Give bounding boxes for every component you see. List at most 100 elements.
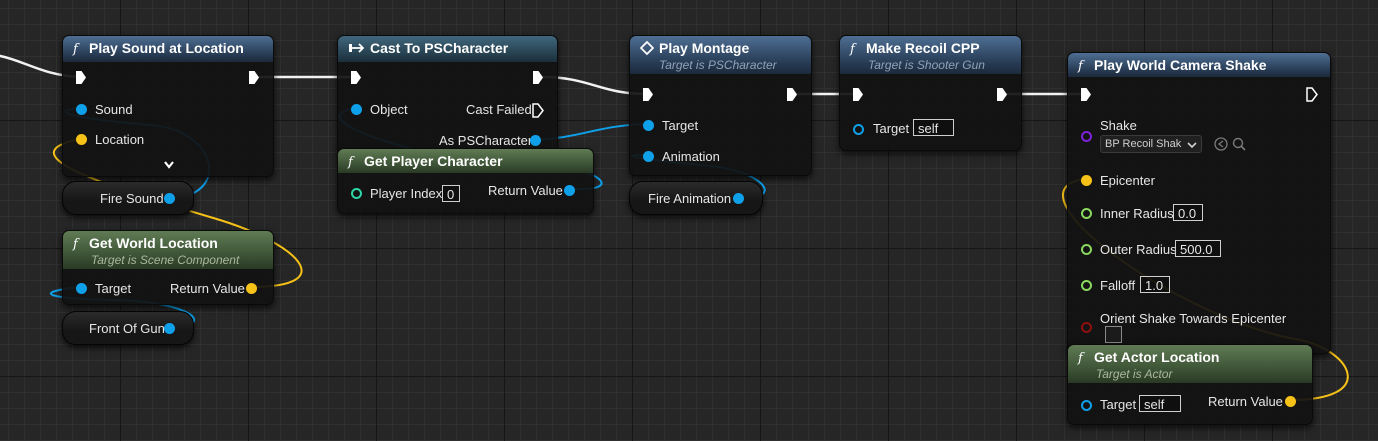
use-selected-arrow-icon[interactable]	[1214, 137, 1228, 151]
orient-shake-pin[interactable]	[1081, 322, 1092, 333]
inner-radius-input[interactable]: 0.0	[1173, 204, 1203, 221]
node-header[interactable]: f Make Recoil CPP Target is Shooter Gun	[840, 36, 1021, 74]
object-label: Object	[370, 102, 408, 117]
target-label: Target	[662, 118, 699, 133]
node-subtitle: Target is Scene Component	[91, 253, 240, 267]
node-title: Cast To PSCharacter	[370, 40, 509, 56]
exec-out-pin[interactable]	[1306, 87, 1318, 102]
exec-out-pin[interactable]	[997, 88, 1007, 101]
target-pin[interactable]	[1081, 400, 1092, 411]
shake-label: Shake	[1100, 118, 1137, 133]
function-icon: f	[1078, 59, 1083, 74]
exec-out-pin[interactable]	[533, 71, 543, 84]
object-pin[interactable]	[351, 104, 362, 115]
node-get-world-location[interactable]: f Get World Location Target is Scene Comp…	[62, 230, 274, 305]
outer-radius-pin[interactable]	[1081, 244, 1092, 255]
exec-in-pin[interactable]	[643, 88, 653, 101]
exec-in-pin[interactable]	[351, 71, 361, 84]
target-self-input[interactable]: self	[1139, 395, 1181, 412]
sound-pin[interactable]	[76, 104, 87, 115]
function-icon: f	[73, 237, 78, 252]
return-value-label: Return Value	[170, 281, 245, 296]
cast-failed-exec-pin[interactable]	[532, 103, 544, 118]
node-title: Make Recoil CPP	[866, 40, 980, 56]
function-icon: f	[73, 42, 78, 57]
browse-search-icon[interactable]	[1232, 137, 1246, 151]
target-pin[interactable]	[853, 124, 864, 135]
as-pscharacter-label: As PSCharacter	[439, 133, 533, 148]
node-title: Play World Camera Shake	[1094, 57, 1267, 73]
target-self-input[interactable]: self	[913, 119, 954, 136]
node-cast-to-pscharacter[interactable]: Cast To PSCharacter Object Cast Failed A…	[337, 35, 558, 155]
cast-macro-icon	[349, 43, 365, 53]
exec-in-pin[interactable]	[853, 88, 863, 101]
return-value-pin[interactable]	[1285, 396, 1296, 407]
as-pscharacter-pin[interactable]	[530, 135, 541, 146]
shake-class-dropdown[interactable]: BP Recoil Shak	[1100, 135, 1202, 153]
return-value-label: Return Value	[1208, 394, 1283, 409]
node-header[interactable]: f Get Player Character	[338, 149, 593, 173]
falloff-pin[interactable]	[1081, 280, 1092, 291]
function-icon: f	[850, 42, 855, 57]
location-label: Location	[95, 132, 145, 147]
fire-sound-output-pin[interactable]	[164, 193, 175, 204]
target-pin[interactable]	[643, 120, 654, 131]
exec-in-pin[interactable]	[1081, 88, 1091, 101]
variable-fire-animation[interactable]: Fire Animation	[629, 181, 763, 215]
target-label: Target	[95, 281, 132, 296]
node-header[interactable]: f Play Sound at Location	[63, 36, 273, 62]
variable-label: Fire Animation	[648, 191, 732, 206]
player-index-pin[interactable]	[351, 188, 362, 199]
outer-radius-input[interactable]: 500.0	[1175, 240, 1221, 257]
node-title: Play Sound at Location	[89, 40, 244, 56]
node-header[interactable]: f Get World Location Target is Scene Comp…	[63, 231, 273, 269]
player-index-label: Player Index	[370, 186, 443, 201]
function-icon: f	[348, 155, 353, 170]
node-title: Get World Location	[89, 235, 218, 251]
variable-fire-sound[interactable]: Fire Sound	[62, 181, 194, 215]
node-subtitle: Target is PSCharacter	[659, 58, 777, 72]
epicenter-label: Epicenter	[1100, 173, 1155, 188]
epicenter-pin[interactable]	[1081, 175, 1092, 186]
node-subtitle: Target is Actor	[1096, 367, 1173, 381]
front-of-gun-output-pin[interactable]	[164, 323, 175, 334]
exec-in-pin[interactable]	[76, 71, 86, 84]
node-subtitle: Target is Shooter Gun	[868, 58, 985, 72]
chevron-down-icon	[1187, 142, 1197, 149]
location-pin[interactable]	[76, 134, 87, 145]
animation-label: Animation	[662, 149, 720, 164]
variable-label: Front Of Gun	[89, 321, 165, 336]
node-header[interactable]: f Play World Camera Shake	[1068, 53, 1330, 77]
variable-front-of-gun[interactable]: Front Of Gun	[62, 311, 194, 345]
node-make-recoil-cpp[interactable]: f Make Recoil CPP Target is Shooter Gun T…	[839, 35, 1022, 151]
function-icon: f	[1078, 351, 1083, 366]
falloff-label: Falloff	[1100, 278, 1136, 293]
exec-out-pin[interactable]	[249, 71, 259, 84]
return-value-pin[interactable]	[564, 185, 575, 196]
falloff-input[interactable]: 1.0	[1140, 276, 1170, 293]
target-pin[interactable]	[76, 283, 87, 294]
shake-class-value: BP Recoil Shak	[1105, 138, 1182, 150]
player-index-input[interactable]: 0	[442, 185, 460, 202]
node-header[interactable]: Cast To PSCharacter	[338, 36, 557, 62]
outer-radius-label: Outer Radius	[1100, 242, 1177, 257]
node-header[interactable]: Play Montage Target is PSCharacter	[630, 36, 811, 74]
node-play-world-camera-shake[interactable]: f Play World Camera Shake Shake BP Recoil…	[1067, 52, 1331, 354]
orient-shake-label: Orient Shake Towards Epicenter	[1100, 311, 1287, 326]
return-value-pin[interactable]	[246, 283, 257, 294]
inner-radius-pin[interactable]	[1081, 208, 1092, 219]
montage-diamond-icon	[639, 40, 655, 56]
node-play-montage[interactable]: Play Montage Target is PSCharacter Targe…	[629, 35, 812, 176]
chevron-down-icon[interactable]	[163, 160, 175, 170]
shake-pin[interactable]	[1081, 131, 1092, 142]
orient-shake-checkbox[interactable]	[1105, 326, 1122, 343]
node-title: Get Player Character	[364, 153, 503, 169]
exec-out-pin[interactable]	[787, 88, 797, 101]
fire-animation-output-pin[interactable]	[733, 193, 744, 204]
animation-pin[interactable]	[643, 151, 654, 162]
target-label: Target	[1100, 397, 1137, 412]
